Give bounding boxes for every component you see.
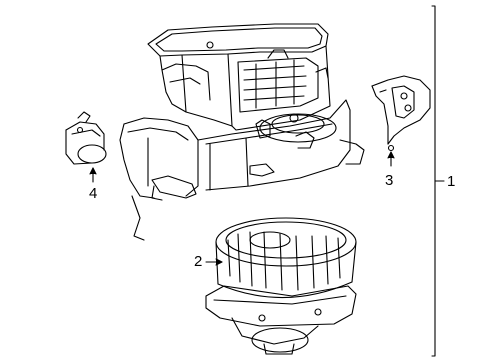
blower-housing: [119, 23, 365, 241]
callout-1: 1: [447, 173, 456, 190]
actuator: [65, 111, 107, 183]
callout-2: 2: [194, 253, 203, 270]
mounting-bracket: [371, 75, 431, 167]
blower-fan: [205, 217, 357, 355]
leader-2: [205, 258, 223, 266]
callout-4: 4: [89, 185, 98, 202]
assembly-bracket: [431, 5, 445, 357]
callout-3: 3: [385, 172, 394, 189]
